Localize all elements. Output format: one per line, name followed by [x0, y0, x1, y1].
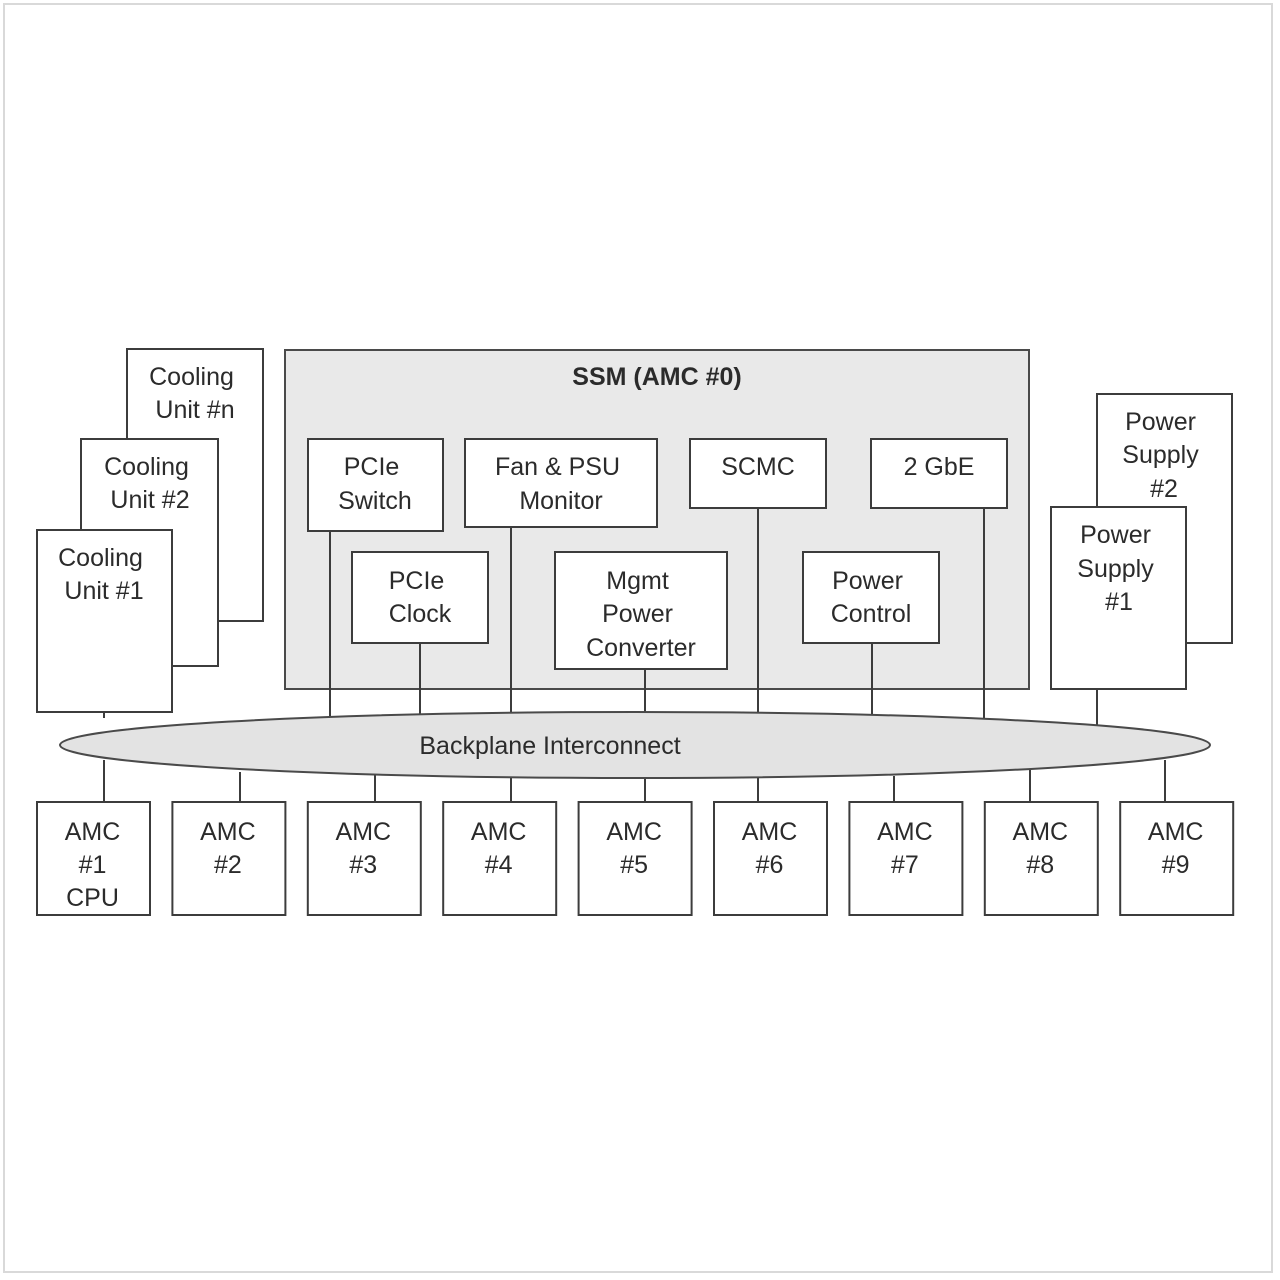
amc-1-box	[36, 801, 151, 916]
pcie-clock-box	[351, 551, 489, 644]
cooling-unit-1-box	[36, 529, 173, 713]
amc-5-label: AMC#5	[606, 818, 662, 879]
power-supply-2-label: Power Supply #2	[1122, 408, 1205, 503]
amc-9-box	[1119, 801, 1235, 916]
fan-psu-monitor-box	[464, 438, 658, 528]
mgmt-power-converter-label: Mgmt Power Converter	[586, 567, 696, 662]
amc-8-label: AMC#8	[1013, 818, 1069, 879]
scmc-label: SCMC	[721, 453, 795, 481]
amc-9-label: AMC#9	[1148, 818, 1204, 879]
amc-6-box	[713, 801, 828, 916]
power-control-box	[802, 551, 940, 644]
connector-lines	[103, 508, 1166, 802]
gbe-box	[870, 438, 1008, 509]
image-frame	[3, 3, 1273, 1273]
amc-2-label: AMC#2	[200, 818, 256, 879]
amc-7-label: AMC#7	[877, 818, 933, 879]
power-control-label: Power Control	[831, 567, 912, 628]
cooling-unit-n-label: Cooling Unit #n	[149, 363, 241, 424]
mgmt-power-converter-box	[554, 551, 728, 670]
gbe-label: 2 GbE	[904, 453, 975, 481]
amc-6-label: AMC#6	[742, 818, 798, 879]
amc-7-box	[848, 801, 964, 916]
ssm-title: SSM (AMC #0)	[572, 363, 741, 391]
power-supply-1-box	[1050, 506, 1187, 690]
pcie-switch-label: PCIe Switch	[338, 453, 412, 515]
amc-4-label: AMC#4	[471, 818, 527, 879]
amc-3-label: AMC#3	[336, 818, 392, 879]
amc-8-box	[983, 801, 1099, 916]
amc-4-box	[442, 801, 558, 916]
amc-2-box	[171, 801, 287, 916]
backplane-interconnect	[59, 711, 1211, 779]
amc-3-box	[306, 801, 422, 916]
backplane-label: Backplane Interconnect	[419, 732, 680, 760]
pcie-clock-label: PCIe Clock	[389, 567, 452, 628]
fan-psu-monitor-label: Fan & PSU Monitor	[495, 453, 627, 515]
power-supply-1-label: Power Supply #1	[1077, 521, 1160, 616]
cooling-unit-2-label: Cooling Unit #2	[104, 453, 196, 514]
cooling-unit-1-label: Cooling Unit #1	[58, 544, 150, 605]
scmc-box	[689, 438, 827, 509]
amc-5-box	[577, 801, 693, 916]
pcie-switch-box	[307, 438, 444, 532]
